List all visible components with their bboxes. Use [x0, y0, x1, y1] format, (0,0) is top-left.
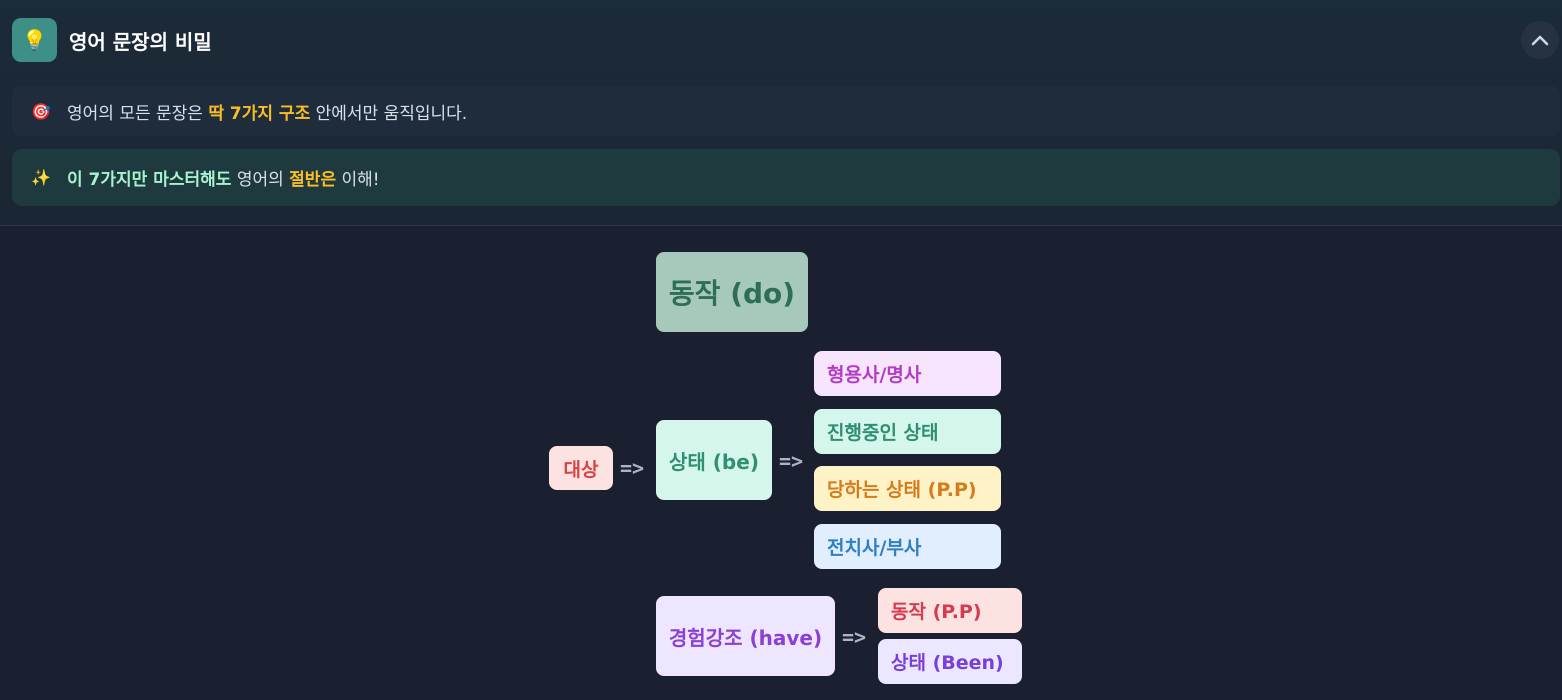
master-bold: 이 7가지만 마스터해도 — [67, 170, 232, 190]
chevron-up-icon — [1531, 35, 1549, 46]
arrow-subject-be: => — [620, 456, 645, 480]
master-highlight: 절반은 — [289, 170, 337, 190]
intro-row-master: ✨ 이 7가지만 마스터해도 영어의 절반은 이해! — [12, 149, 1560, 206]
be-box: 상태 (be) — [656, 420, 772, 500]
page-title: 영어 문장의 비밀 — [69, 30, 212, 54]
be-option-progressive: 진행중인 상태 — [814, 409, 1001, 454]
be-option-passive: 당하는 상태 (P.P) — [814, 466, 1001, 511]
intro-highlight: 딱 7가지 구조 — [208, 103, 311, 124]
arrow-be-options: => — [779, 449, 804, 473]
have-box: 경험강조 (have) — [656, 596, 835, 676]
header-panel: 💡 영어 문장의 비밀 🎯 영어의 모든 문장은 딱 7가지 구조 안에서만 움… — [0, 0, 1562, 226]
subject-box: 대상 — [549, 446, 613, 490]
intro-row-structures: 🎯 영어의 모든 문장은 딱 7가지 구조 안에서만 움직입니다. — [12, 86, 1560, 136]
master-text-post: 이해! — [336, 170, 380, 190]
intro-text-pre: 영어의 모든 문장은 — [67, 103, 209, 124]
collapse-button[interactable] — [1521, 21, 1559, 59]
intro-text-post: 안에서만 움직입니다. — [310, 103, 468, 124]
be-option-preposition-adverb: 전치사/부사 — [814, 524, 1001, 569]
arrow-have-options: => — [842, 625, 867, 649]
have-option-action-pp: 동작 (P.P) — [878, 588, 1022, 633]
do-box: 동작 (do) — [656, 252, 808, 332]
have-option-state-been: 상태 (Been) — [878, 639, 1022, 684]
sparkles-icon: ✨ — [31, 168, 51, 187]
be-option-adjective-noun: 형용사/명사 — [814, 351, 1001, 396]
target-icon: 🎯 — [31, 101, 51, 121]
master-text-mid: 영어의 — [231, 170, 290, 190]
intro-row-text: 영어의 모든 문장은 딱 7가지 구조 안에서만 움직입니다. — [67, 99, 467, 124]
master-row-text: 이 7가지만 마스터해도 영어의 절반은 이해! — [67, 165, 380, 190]
lightbulb-icon: 💡 — [12, 18, 57, 62]
